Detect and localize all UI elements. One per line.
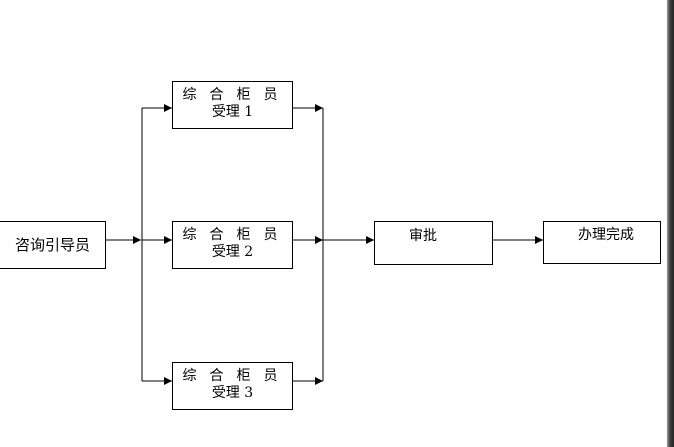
node-counter-2: 综合柜员 受理 2 <box>172 221 293 269</box>
node-counter-2-line2: 受理 2 <box>211 244 254 260</box>
page-edge-shadow <box>667 0 674 447</box>
node-consult-guide: 咨询引导员 <box>0 221 106 269</box>
node-approve: 审批 <box>374 221 493 265</box>
node-counter-2-line1: 综合柜员 <box>182 227 291 243</box>
node-consult-label: 咨询引导员 <box>14 236 90 254</box>
node-done: 办理完成 <box>543 221 661 264</box>
node-counter-1: 综合柜员 受理 1 <box>172 81 293 129</box>
node-counter-3: 综合柜员 受理 3 <box>172 362 293 410</box>
node-counter-1-line2: 受理 1 <box>211 104 254 120</box>
node-done-label: 办理完成 <box>578 227 634 243</box>
node-counter-3-line2: 受理 3 <box>211 385 254 401</box>
node-counter-1-line1: 综合柜员 <box>182 87 291 103</box>
node-counter-3-line1: 综合柜员 <box>182 368 291 384</box>
node-approve-label: 审批 <box>409 228 437 244</box>
